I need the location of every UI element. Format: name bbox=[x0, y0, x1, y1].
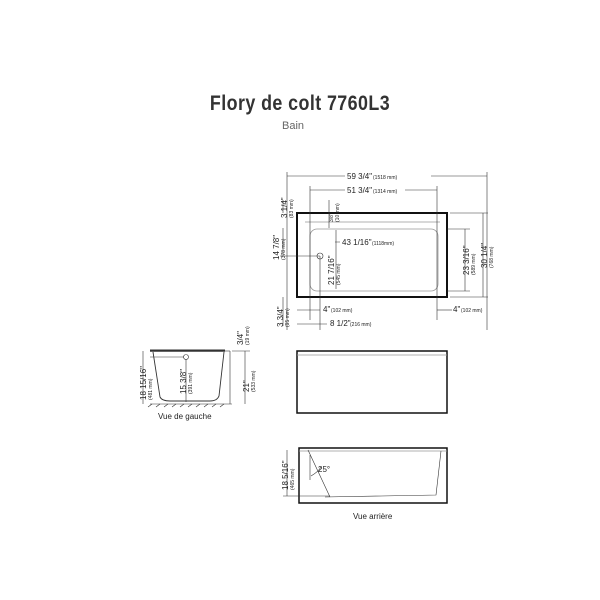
product-title: Flory de colt 7760L3 bbox=[209, 92, 391, 115]
dim-drain-offset-mm: (378 mm) bbox=[281, 238, 287, 260]
drain-symbol bbox=[183, 354, 189, 360]
dim-overall-width: 30 1/4" bbox=[480, 243, 489, 268]
dim-left-height-mm: (533 mm) bbox=[251, 370, 257, 392]
dim-bottom-length: 43 1/16" bbox=[342, 238, 372, 247]
dim-overall-length: 59 3/4" bbox=[347, 172, 372, 181]
dim-left-depth-mm: (481 mm) bbox=[148, 378, 154, 400]
dim-overall-length-mm: (1518 mm) bbox=[373, 175, 398, 181]
dim-drain-height-mm: (391 mm) bbox=[188, 372, 194, 394]
rear-view: 25° 18 5/16" (465 mm) Vue arrière bbox=[281, 447, 448, 521]
dim-rim-bottom-mm: (95 mm) bbox=[285, 308, 291, 327]
dim-drain-x: 8 1/2" bbox=[330, 319, 351, 328]
dim-right-rim-mm: (102 mm) bbox=[461, 308, 483, 314]
tub-outline bbox=[296, 212, 448, 298]
dim-drain-x-mm: (216 mm) bbox=[350, 322, 372, 328]
dim-drain-height: 15 3/8" bbox=[179, 369, 188, 394]
dim-bottom-width-mm: (545 mm) bbox=[336, 263, 342, 285]
dim-rear-depth: 18 5/16" bbox=[281, 460, 290, 490]
product-subtitle: Bain bbox=[282, 120, 305, 132]
left-view: 18 15/16" (481 mm) 15 3/8" (391 mm) 21" … bbox=[139, 326, 257, 421]
dim-rear-depth-mm: (465 mm) bbox=[290, 468, 296, 490]
dim-right-rim: 4" bbox=[453, 305, 460, 314]
dim-rim-small: 3/8" bbox=[329, 213, 335, 222]
left-view-label: Vue de gauche bbox=[158, 412, 212, 421]
dim-rear-angle: 25° bbox=[318, 465, 330, 474]
dim-drain-offset: 14 7/8" bbox=[272, 235, 281, 260]
dim-rim-bottom: 3 3/4" bbox=[276, 306, 285, 327]
dim-inner-width-mm: (589 mm) bbox=[471, 253, 477, 275]
dim-overall-width-mm: (768 mm) bbox=[489, 246, 495, 268]
dim-left-rim: 4" bbox=[323, 305, 330, 314]
dim-left-depth: 18 15/16" bbox=[139, 366, 148, 400]
dim-left-rim-mm: (19 mm) bbox=[245, 326, 251, 345]
dim-inner-width: 23 3/16" bbox=[462, 245, 471, 275]
dim-rim-top: 3 1/4" bbox=[280, 197, 289, 218]
dim-left-rim: 3/4" bbox=[236, 331, 245, 345]
dim-rim-top-mm: (83 mm) bbox=[289, 199, 295, 218]
dim-left-rim-mm: (102 mm) bbox=[331, 308, 353, 314]
dim-left-height: 21" bbox=[242, 380, 251, 392]
rear-view-label: Vue arrière bbox=[353, 512, 393, 521]
dim-inner-length-mm: (1314 mm) bbox=[373, 189, 398, 195]
top-view: 59 3/4" (1518 mm) 51 3/4" (1314 mm) 3 1/… bbox=[272, 171, 495, 330]
dim-bottom-length-mm: (1118mm) bbox=[372, 241, 394, 247]
dim-bottom-width: 21 7/16" bbox=[327, 255, 336, 285]
dim-inner-length: 51 3/4" bbox=[347, 186, 372, 195]
dim-rim-small-mm: (10 mm) bbox=[335, 203, 341, 222]
front-view bbox=[296, 350, 448, 414]
